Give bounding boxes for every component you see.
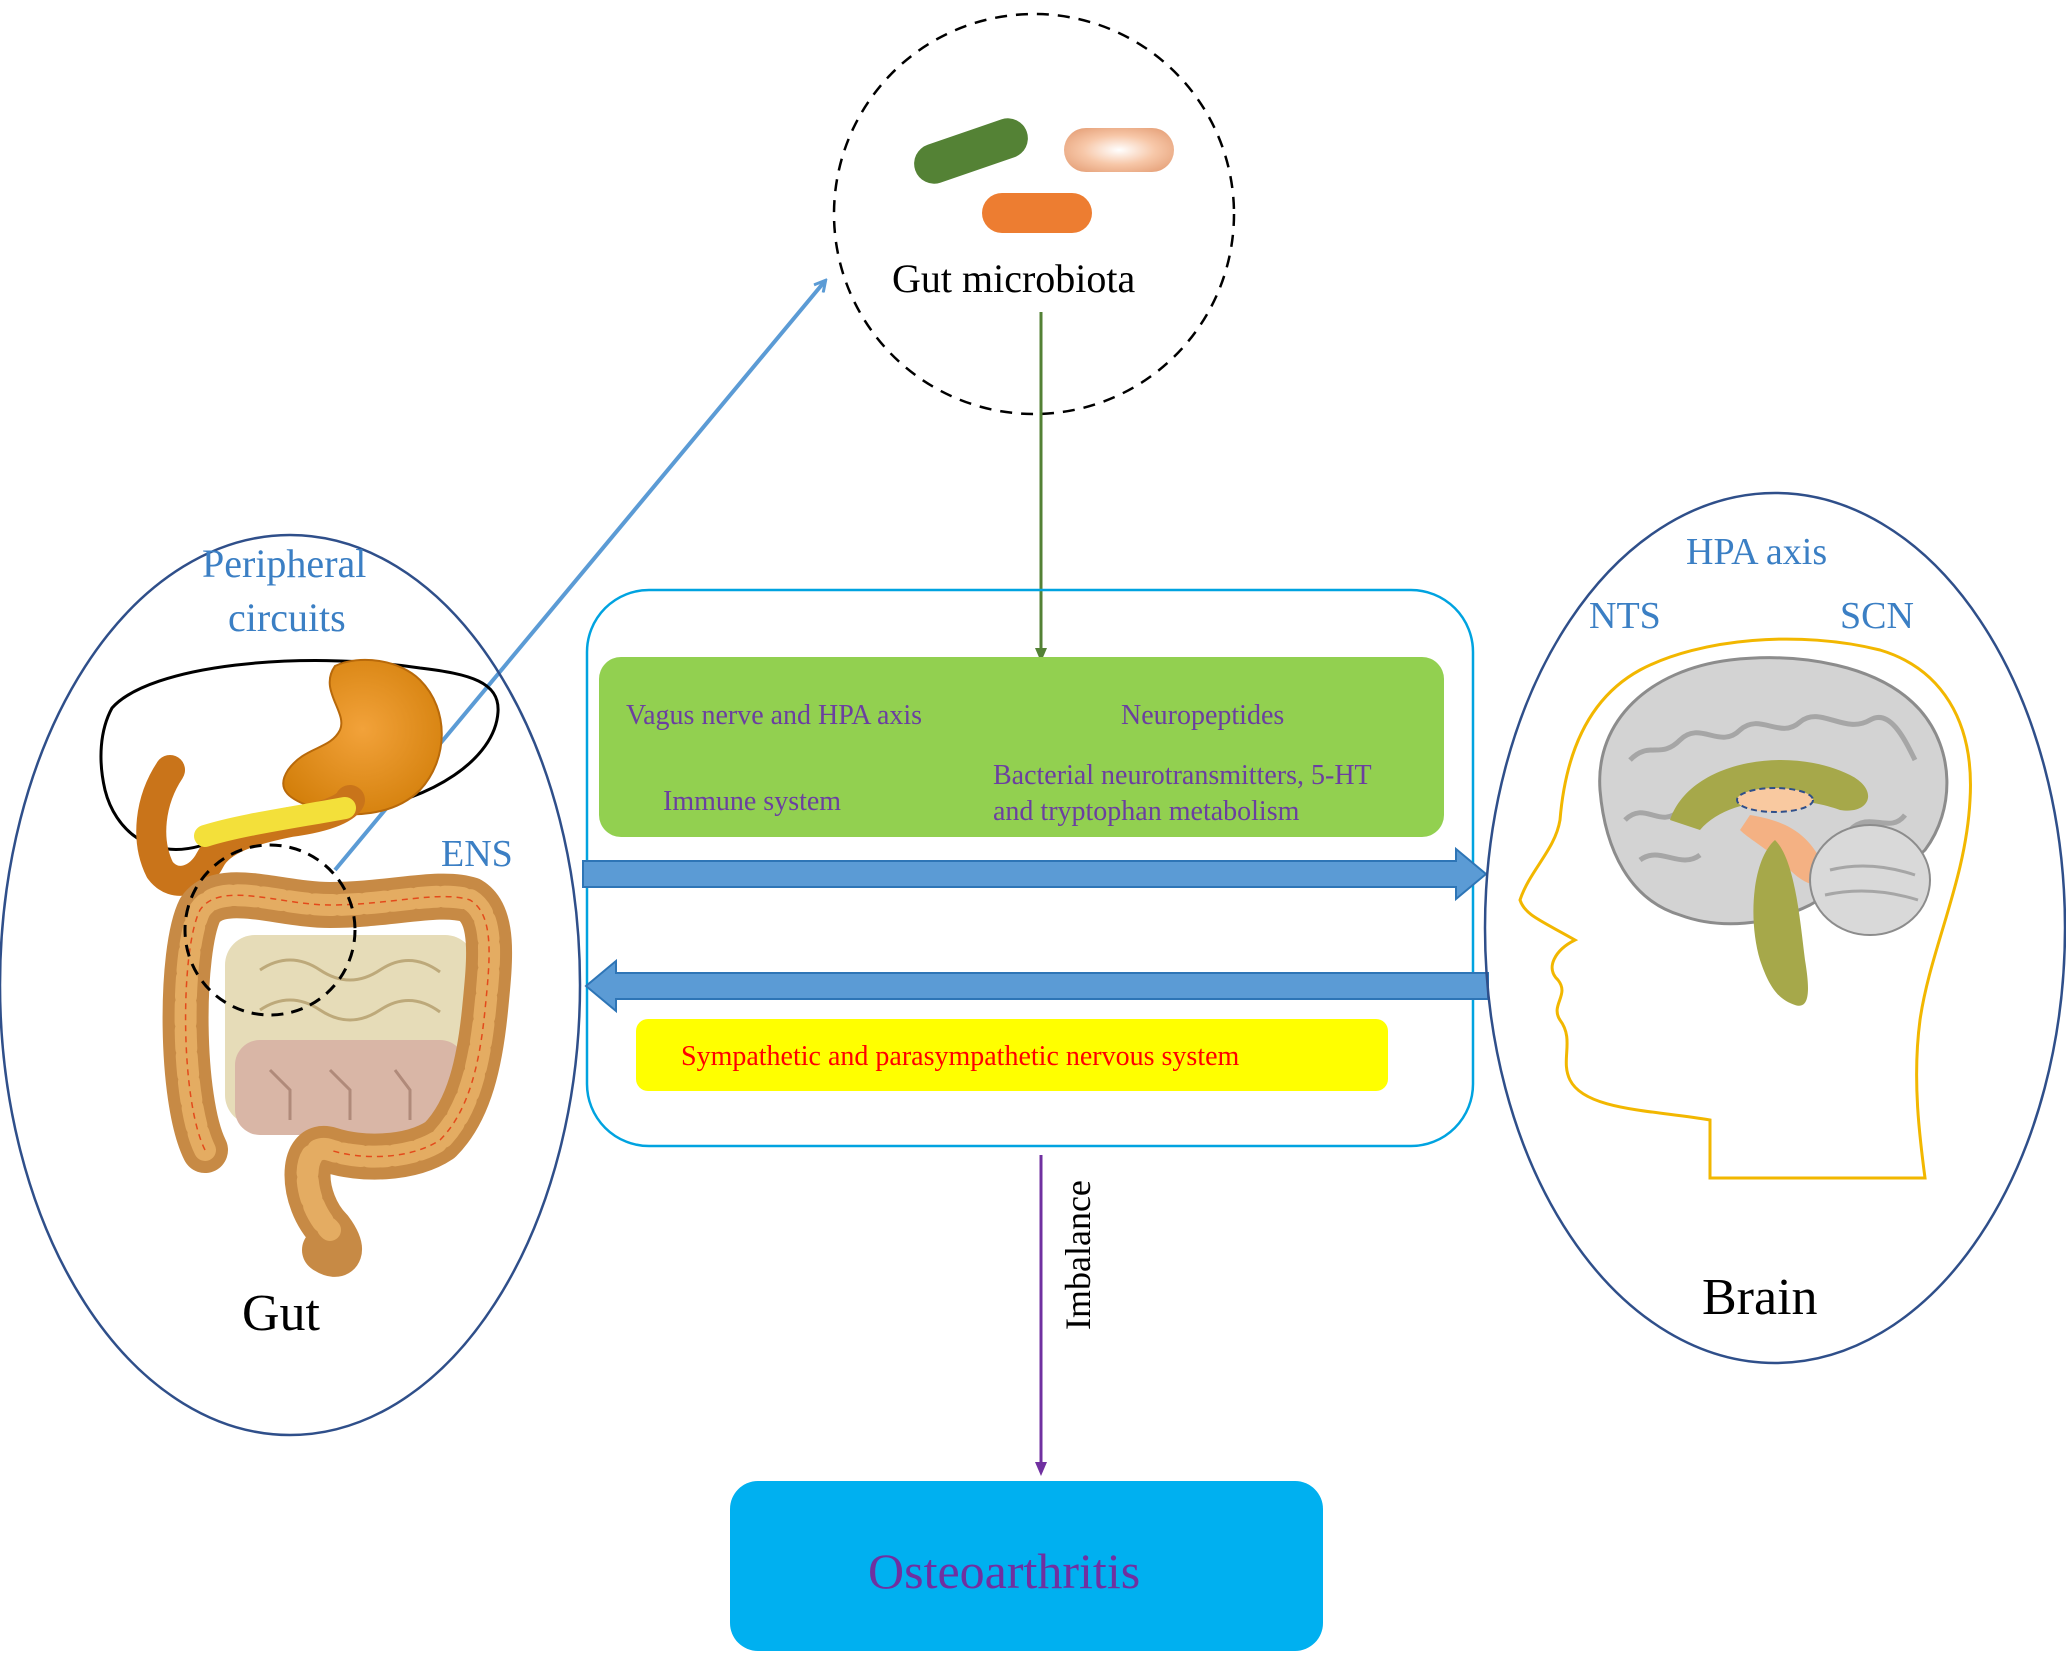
- gut-to-brain-arrow: [582, 846, 1488, 902]
- brain-head-icon: [1518, 637, 1972, 1180]
- osteoarthritis-label: Osteoarthritis: [868, 1543, 1141, 1599]
- osteoarthritis-box: [730, 1481, 1323, 1651]
- green-bacterium-icon: [914, 118, 1028, 184]
- peripheral-label-line2: circuits: [228, 595, 346, 640]
- microbiota-circle: [832, 12, 1236, 416]
- ens-label: ENS: [441, 833, 513, 875]
- brain-ellipse: [1483, 491, 2066, 1365]
- scn-label: SCN: [1840, 595, 1914, 637]
- bacterial-label-line2: and tryptophan metabolism: [993, 796, 1300, 827]
- brain-title: Brain: [1702, 1269, 1818, 1326]
- immune-label: Immune system: [663, 786, 842, 817]
- nts-label: NTS: [1589, 595, 1661, 637]
- imbalance-label: Imbalance: [1058, 1180, 1098, 1330]
- peach-bacterium-icon: [1064, 128, 1174, 172]
- vagus-label: Vagus nerve and HPA axis: [626, 700, 923, 731]
- hpa-label: HPA axis: [1686, 531, 1828, 573]
- orange-bacterium-icon: [982, 193, 1092, 233]
- peripheral-label-line1: Peripheral: [202, 541, 367, 586]
- green-pathway-box: [599, 657, 1444, 837]
- neuropeptides-label: Neuropeptides: [1121, 700, 1285, 731]
- gut-ellipse: [0, 533, 582, 1437]
- sympathetic-label: Sympathetic and parasympathetic nervous …: [681, 1041, 1240, 1072]
- gut-title: Gut: [242, 1285, 320, 1342]
- brain-to-gut-arrow: [584, 958, 1489, 1014]
- bacterial-label-line1: Bacterial neurotransmitters, 5-HT: [993, 760, 1372, 791]
- digestive-system-icon: [99, 658, 513, 1277]
- yellow-pathway-box: [636, 1019, 1388, 1091]
- microbiota-label: Gut microbiota: [892, 256, 1136, 301]
